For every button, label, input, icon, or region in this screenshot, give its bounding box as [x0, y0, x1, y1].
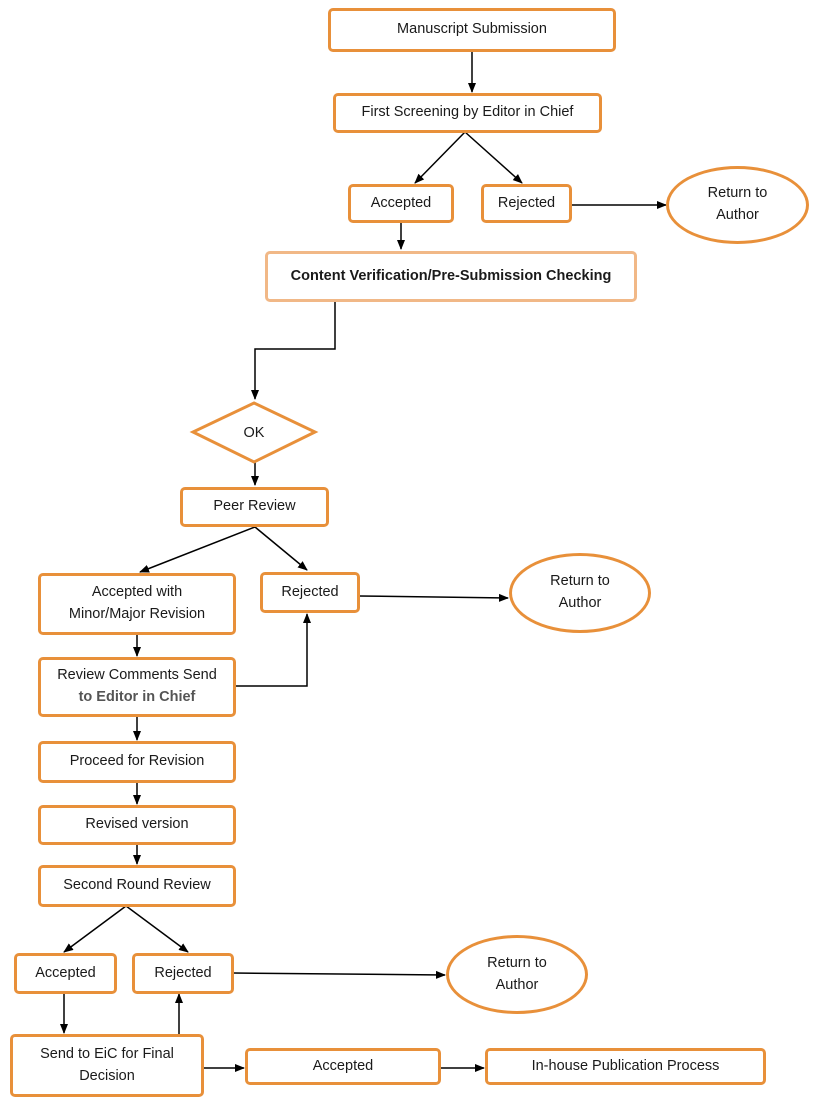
node-label: OK	[243, 424, 265, 441]
arrow-peer-review-to-rejected-2	[254, 526, 308, 571]
node-label: Rejected	[154, 964, 212, 981]
node-label-line2: Author	[716, 207, 759, 223]
node-label: Accepted	[35, 964, 96, 981]
node-ok-decision: OK	[193, 403, 315, 462]
node-label: Peer Review	[213, 498, 296, 515]
arrow-verification-to-ok	[251, 301, 336, 400]
node-label: Rejected	[497, 194, 556, 211]
node-label: Accepted	[312, 1057, 374, 1074]
node-label: Rejected	[281, 583, 339, 600]
node-label: In-house Publication Process	[531, 1057, 720, 1074]
node-label-line1: Review Comments Send	[57, 667, 217, 684]
arrow-second-round-to-accepted-3	[63, 905, 127, 953]
arrow-screening-to-accepted	[414, 131, 466, 184]
node-label-line2: Minor/Major Revision	[68, 606, 206, 622]
node-manuscript-submission: Manuscript Submission	[328, 8, 616, 52]
node-label: Manuscript Submission	[397, 21, 547, 38]
node-return-to-author-3: Return to Author	[446, 935, 588, 1014]
node-accepted-final: Accepted	[245, 1048, 441, 1085]
node-second-round-review: Second Round Review	[38, 865, 236, 907]
node-label-line2: Author	[558, 595, 602, 611]
node-label-line2: Author	[495, 976, 539, 993]
node-label-line1: Return to	[707, 185, 768, 202]
node-rejected-3: Rejected	[132, 953, 234, 994]
node-label: Accepted	[370, 194, 432, 211]
node-label: First Screening by Editor in Chief	[361, 104, 574, 121]
arrow-rejected-2-to-return-2	[358, 593, 509, 602]
node-label: Second Round Review	[63, 877, 211, 894]
node-return-to-author-2: Return to Author	[509, 553, 651, 633]
node-accepted-with-revision: Accepted with Minor/Major Revision	[38, 573, 236, 635]
node-label: Proceed for Revision	[69, 753, 205, 770]
node-revised-version: Revised version	[38, 805, 236, 845]
node-peer-review: Peer Review	[180, 487, 329, 527]
arrow-screening-to-rejected	[464, 131, 523, 184]
node-review-comments: Review Comments Send to Editor in Chief	[38, 657, 236, 717]
node-inhouse-publication: In-house Publication Process	[485, 1048, 766, 1085]
node-label: Revised version	[85, 816, 189, 833]
arrow-second-round-to-rejected-3	[125, 905, 189, 953]
node-proceed-for-revision: Proceed for Revision	[38, 741, 236, 783]
arrow-peer-review-to-accepted-revision	[139, 526, 256, 573]
node-content-verification: Content Verification/Pre-Submission Chec…	[265, 251, 637, 302]
node-label-line1: Accepted with	[91, 584, 183, 601]
node-label-line2: to Editor in Chief	[78, 689, 196, 705]
node-label-line2: Decision	[79, 1067, 135, 1084]
node-return-to-author-1: Return to Author	[666, 166, 809, 244]
node-label-line1: Return to	[550, 573, 610, 590]
node-label-line1: Send to EiC for Final	[40, 1045, 174, 1062]
node-accepted-1: Accepted	[348, 184, 454, 223]
arrow-rejected-3-to-return-3	[232, 970, 446, 979]
node-send-to-eic: Send to EiC for Final Decision	[10, 1034, 204, 1097]
node-label-line1: Return to	[487, 954, 547, 971]
node-rejected-1: Rejected	[481, 184, 572, 223]
ok-decision-diamond	[189, 401, 319, 464]
node-first-screening: First Screening by Editor in Chief	[333, 93, 602, 133]
node-accepted-3: Accepted	[14, 953, 117, 994]
node-rejected-2: Rejected	[260, 572, 360, 613]
node-label: Content Verification/Pre-Submission Chec…	[290, 267, 612, 284]
arrow-review-comments-to-rejected-2	[236, 613, 311, 687]
